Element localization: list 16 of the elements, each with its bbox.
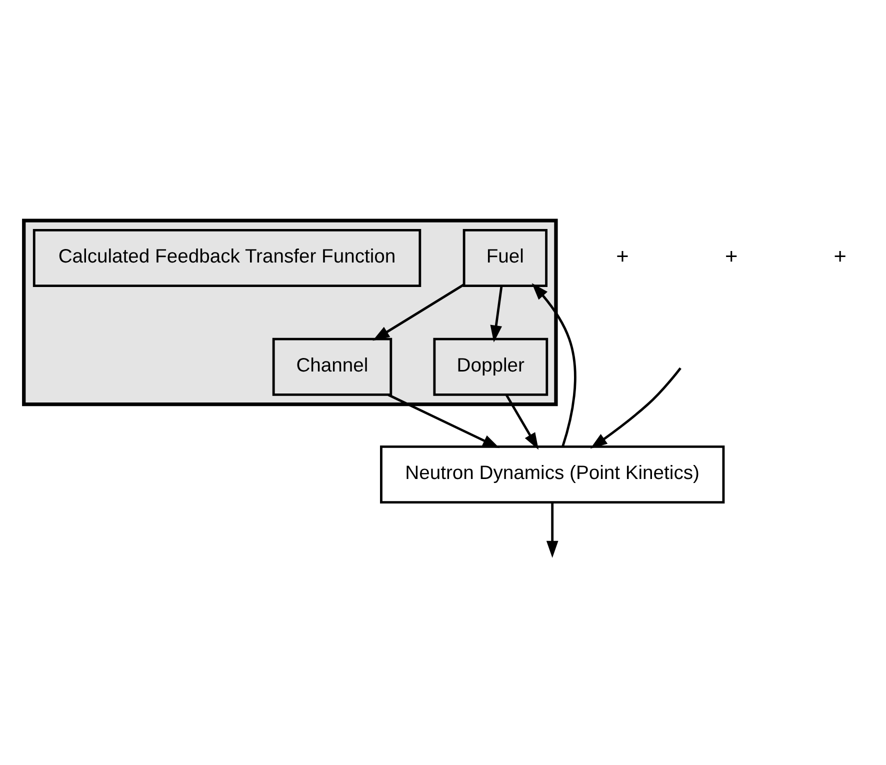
node-box: Calculated Feedback Transfer Function (32, 228, 421, 287)
node-box: Neutron Dynamics (Point Kinetics) (380, 444, 724, 503)
arrow (546, 502, 558, 558)
node-box: Channel (272, 337, 392, 396)
node-box: Doppler (432, 337, 548, 396)
label: + (724, 242, 738, 268)
arrow (490, 285, 502, 342)
label: + (833, 242, 846, 268)
arrow (372, 283, 464, 340)
arrow (590, 366, 681, 448)
arrow (387, 393, 500, 448)
label: + (616, 242, 628, 268)
cluster (22, 218, 558, 406)
node-box: Fuel (462, 228, 547, 287)
arrow (531, 282, 576, 446)
arrow (505, 394, 538, 450)
